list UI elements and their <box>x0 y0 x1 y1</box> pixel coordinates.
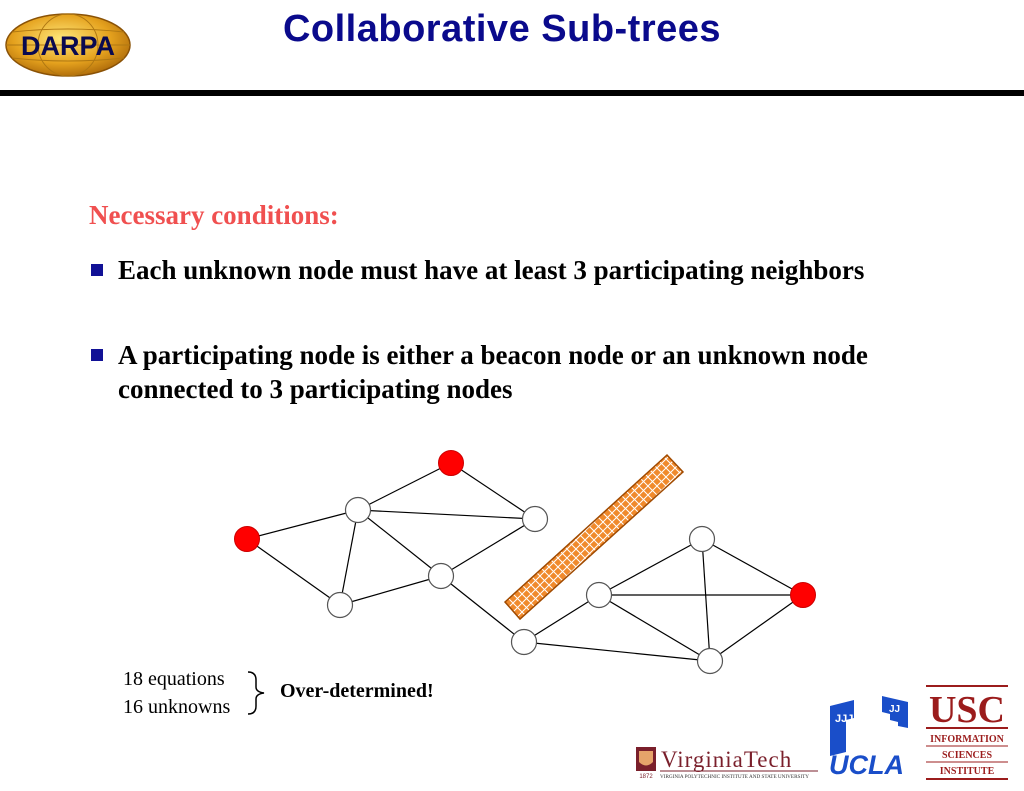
edge <box>339 509 359 606</box>
title-divider <box>0 90 1024 96</box>
svg-text:JJ: JJ <box>889 704 900 715</box>
unknown-node <box>427 562 455 590</box>
equations-count: 18 equations <box>123 668 225 690</box>
beacon-node <box>234 526 260 552</box>
unknown-node <box>696 647 724 675</box>
edge <box>246 509 359 540</box>
edge <box>357 509 536 520</box>
virginia-tech-logo: 1872 VirginiaTech VIRGINIA POLYTECHNIC I… <box>636 747 818 780</box>
edge <box>709 594 804 662</box>
unknown-node <box>344 496 372 524</box>
darpa-logo: DARPA <box>5 13 131 77</box>
slide-title: Collaborative Sub-trees <box>282 8 722 50</box>
edge <box>701 538 711 662</box>
bullet-item: A participating node is either a beacon … <box>89 338 929 406</box>
isi-line-1: INFORMATION <box>930 734 1004 745</box>
edge <box>450 462 536 520</box>
edge <box>357 462 452 511</box>
edge <box>357 509 442 577</box>
edge <box>440 518 536 577</box>
isi-line-2: SCIENCES <box>942 750 992 761</box>
edge <box>440 575 525 643</box>
virginia-tech-subtitle: VIRGINIA POLYTECHNIC INSTITUTE AND STATE… <box>660 774 809 780</box>
edge <box>523 641 711 662</box>
unknown-node <box>585 581 613 609</box>
virginia-tech-wordmark: VirginiaTech <box>661 747 792 772</box>
beacon-node <box>790 582 816 608</box>
virginia-tech-year: 1872 <box>639 774 653 780</box>
beacon-node <box>438 450 464 476</box>
edge <box>598 538 703 596</box>
over-determined-label: Over-determined! <box>280 680 434 702</box>
network-edges <box>246 462 804 662</box>
conditions-heading: Necessary conditions: <box>89 200 339 230</box>
bullet-square-icon <box>91 264 103 276</box>
ucla-logo: JJJ JJ UCLA <box>829 696 908 778</box>
obstacle-wall <box>503 453 685 621</box>
edge <box>598 594 711 662</box>
bullet-text: Each unknown node must have at least 3 p… <box>118 255 865 285</box>
unknown-node <box>326 591 354 619</box>
isi-line-3: INSTITUTE <box>940 766 995 777</box>
svg-text:JJJ: JJJ <box>835 713 853 725</box>
edge <box>701 538 804 596</box>
edge <box>523 594 600 643</box>
edge <box>246 538 341 606</box>
ucla-wordmark: UCLA <box>829 750 904 778</box>
bullet-square-icon <box>91 349 103 361</box>
darpa-logo-text: DARPA <box>21 31 115 61</box>
bullet-item: Each unknown node must have at least 3 p… <box>89 253 929 287</box>
bullet-text: A participating node is either a beacon … <box>118 340 868 404</box>
unknown-node <box>688 525 716 553</box>
edge <box>339 575 442 606</box>
curly-brace-icon <box>247 671 265 715</box>
usc-isi-logo: USC INFORMATION SCIENCES INSTITUTE <box>926 685 1008 780</box>
unknown-node <box>521 505 549 533</box>
unknowns-count: 16 unknowns <box>123 696 231 718</box>
unknown-node <box>510 628 538 656</box>
usc-wordmark: USC <box>929 689 1005 731</box>
